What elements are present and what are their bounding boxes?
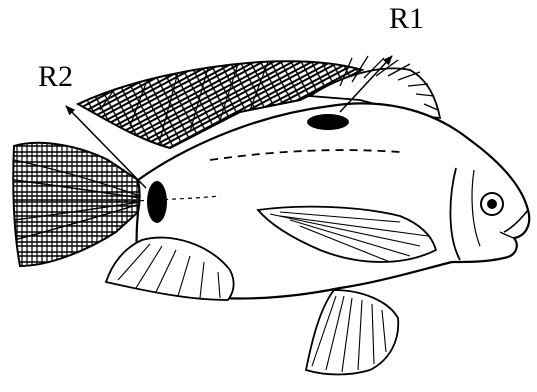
eye: [481, 193, 503, 215]
caudal-fin: [13, 143, 141, 266]
region-r1-marker: [307, 114, 349, 130]
pelvic-fin: [306, 290, 398, 375]
region-r1-label: R1: [389, 4, 424, 34]
region-r2-label: R2: [38, 62, 73, 92]
region-r2-marker: [147, 181, 167, 223]
